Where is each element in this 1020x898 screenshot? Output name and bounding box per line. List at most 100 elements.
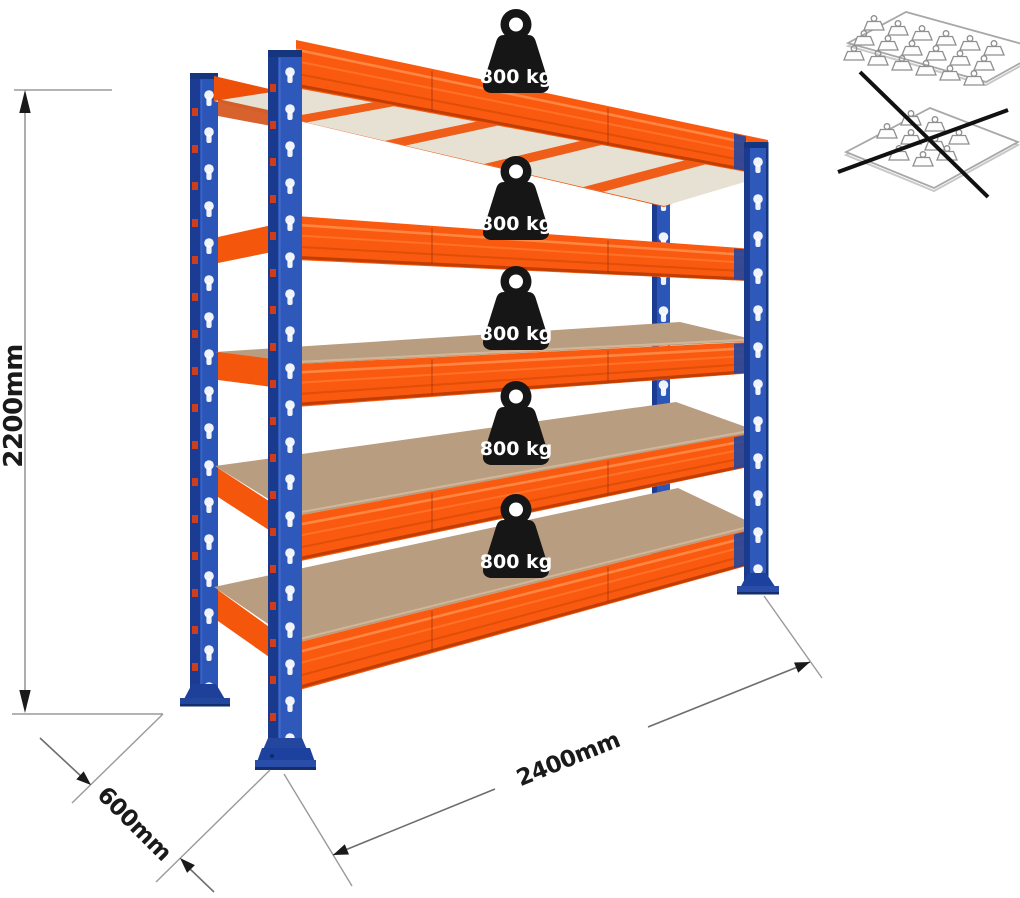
keyhole-slot: [204, 238, 214, 248]
keyhole-slot: [285, 548, 295, 558]
mini-weight-icon: [983, 45, 1005, 56]
keyhole-slot: [204, 312, 214, 322]
frame-hole: [192, 256, 198, 264]
mini-weight-icon: [935, 35, 957, 46]
crossmember: [286, 102, 395, 123]
keyhole-slot: [204, 164, 214, 174]
mini-weight-icon: [863, 20, 885, 31]
frame-hole: [270, 713, 276, 721]
keyhole-slot: [753, 379, 763, 389]
prohibition-cross-icon: [858, 70, 990, 199]
frame-hole: [270, 676, 276, 684]
post-cap: [190, 73, 218, 79]
shelf-4-side-beam: [218, 468, 272, 532]
keyhole-slot: [753, 342, 763, 352]
weight-800kg-icon: 800 kg: [480, 266, 552, 350]
beam-connector-plate: [734, 343, 746, 374]
shelf-front-beam-face: [296, 430, 768, 562]
keyhole-slot: [285, 141, 295, 151]
mini-weight-icon: [959, 40, 981, 51]
keyhole-slot: [285, 659, 295, 669]
shelf-front-beam-face: [296, 341, 768, 407]
frame-hole: [192, 293, 198, 301]
keyhole-column: [204, 90, 214, 698]
crossmember: [583, 160, 707, 192]
arrow-icon: [180, 858, 195, 873]
arrow-icon: [76, 771, 91, 785]
keyhole-slot: [658, 306, 669, 316]
extension-line: [71, 713, 164, 804]
load-label: 800 kg: [480, 551, 553, 573]
frame-hole: [270, 602, 276, 610]
frame-hole: [270, 491, 276, 499]
shelf-5-front-beam: [295, 525, 769, 691]
post-side-face: [268, 50, 278, 748]
shelf-1-front-beam: [295, 40, 769, 176]
frame-hole: [192, 108, 198, 116]
shelf-2-side-beam: [218, 225, 272, 263]
anchor-bolt: [270, 754, 274, 758]
shelf-4-front-beam: [295, 430, 769, 562]
keyhole-slot: [285, 289, 295, 299]
frame-hole: [192, 515, 198, 523]
mini-weight-icon: [963, 75, 985, 86]
beam-connector-plate: [734, 531, 746, 569]
keyhole-slot: [753, 231, 763, 241]
extension-line: [763, 595, 823, 679]
frame-hole: [270, 121, 276, 129]
shelf-2-front-beam: [295, 216, 769, 282]
foot-back-left: [183, 684, 226, 701]
shelf-1: [214, 40, 769, 207]
beam-connector-plate: [734, 248, 746, 280]
width-dimension-label: 2400mm: [513, 727, 624, 792]
keyhole-slot: [285, 585, 295, 595]
keyhole-slot: [285, 215, 295, 225]
usage-diagrams: [837, 11, 1020, 199]
mini-weight-icon: [915, 65, 937, 76]
keyhole-slot: [204, 201, 214, 211]
frame-hole: [192, 219, 198, 227]
keyhole-slot: [285, 363, 295, 373]
crossmember: [385, 121, 499, 146]
depth-dimension-label: 600mm: [92, 782, 176, 866]
keyhole-slot: [204, 349, 214, 359]
keyhole-slot: [753, 490, 763, 500]
arrow-down-icon: [19, 690, 31, 713]
weight-800kg-icon: 800 kg: [480, 381, 552, 465]
keyhole-slot: [204, 645, 214, 655]
load-label: 800 kg: [480, 66, 553, 88]
keyhole-slot: [285, 67, 295, 77]
frame-hole: [270, 306, 276, 314]
keyhole-column: [753, 157, 763, 580]
frame-hole: [270, 380, 276, 388]
beam-connector-plate: [734, 133, 746, 171]
mini-weight-icon: [949, 55, 971, 66]
frame-hole: [192, 330, 198, 338]
keyhole-slot: [285, 696, 295, 706]
foot-front-right: [740, 573, 776, 588]
shelf-5-side-beam: [218, 590, 272, 659]
mini-weight-icon: [925, 50, 947, 61]
frame-hole: [192, 182, 198, 190]
mini-weight-icon: [948, 134, 970, 145]
mini-weight-icon: [973, 60, 995, 71]
height-dimension: 2200mm: [0, 89, 163, 715]
keyhole-slot: [285, 437, 295, 447]
keyhole-slot: [285, 252, 295, 262]
shelf-front-beam-face: [296, 525, 768, 691]
keyhole-slot: [658, 380, 669, 390]
keyhole-slot: [204, 608, 214, 618]
prohibition-cross-icon: [837, 108, 1009, 174]
keyhole-slot: [204, 423, 214, 433]
keyhole-slot: [285, 326, 295, 336]
frame-hole: [270, 232, 276, 240]
keyhole-slot: [753, 305, 763, 315]
frame-hole: [270, 565, 276, 573]
keyhole-slot: [204, 534, 214, 544]
post-front-right: [737, 142, 779, 595]
mini-weight-icon: [876, 128, 898, 139]
frame-hole: [270, 195, 276, 203]
post-back-left: [180, 73, 230, 707]
shelf-3-front-beam: [295, 341, 769, 407]
